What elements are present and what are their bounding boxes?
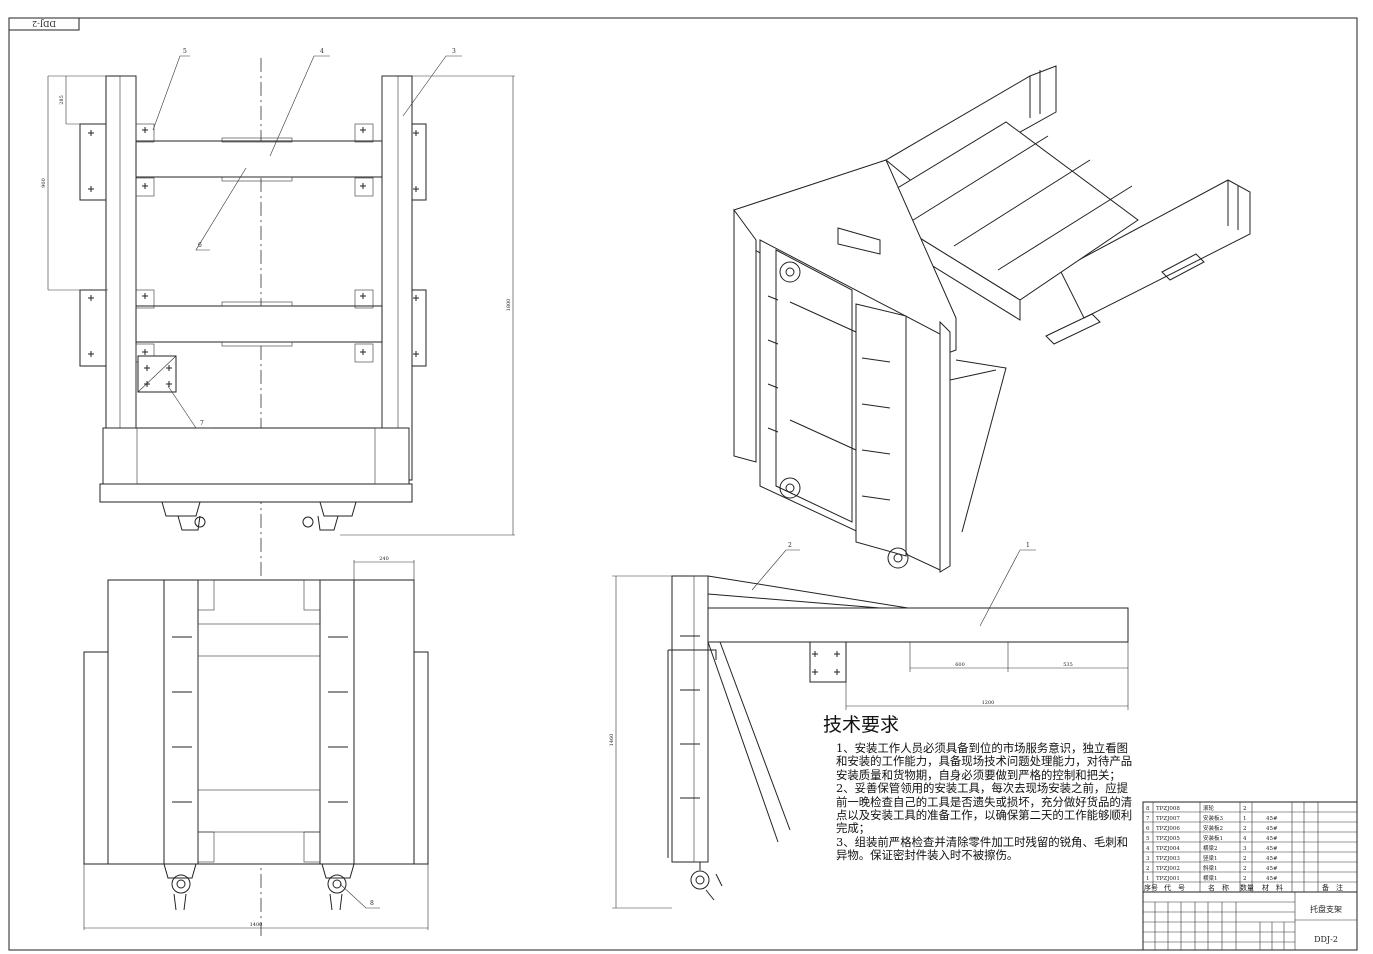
balloon-8: 8 — [370, 900, 374, 907]
bom-header-qty: 数量 — [1240, 883, 1254, 892]
bom-row-7-no: 7 — [1146, 816, 1150, 822]
dim-top-height-mid: 900 — [41, 178, 47, 188]
dim-side-len-b: 535 — [1063, 662, 1073, 668]
bom-row-8-no: 8 — [1146, 806, 1150, 812]
dim-bottom-width-total: 1400 — [250, 922, 263, 928]
dim-bottom-width-top: 240 — [379, 556, 389, 562]
bom-row-6-no: 6 — [1146, 826, 1150, 832]
bom-row-6-material: 45# — [1266, 826, 1278, 832]
bom-row-1-no: 1 — [1146, 876, 1150, 882]
bom-header-code: 代 号 — [1164, 883, 1185, 892]
bom-row-2-name: 斜梁1 — [1203, 864, 1218, 872]
bom-row-2-qty: 2 — [1243, 866, 1247, 872]
bom-row-5-material: 45# — [1266, 836, 1278, 842]
balloon-3: 3 — [452, 48, 456, 55]
bom-header-material: 材 料 — [1262, 883, 1283, 892]
top-view: 285 900 1800 5 4 3 6 7 — [41, 48, 515, 940]
tech-requirements-title: 技术要求 — [823, 714, 900, 736]
tech-requirement-item: 3、组装前严格检查并清除零件加工时残留的锐角、毛刺和异物。保证密封件装入时不被擦… — [836, 834, 1129, 863]
bom-row-7-material: 45# — [1266, 816, 1278, 822]
bom-row-4-qty: 3 — [1243, 846, 1247, 852]
bom-row-1-name: 横梁1 — [1203, 874, 1218, 882]
bom-row-3-code: TPZJ003 — [1156, 856, 1180, 862]
drawing-code-box: DDJ-2 — [8, 17, 80, 31]
bom-row-4-name: 横梁2 — [1203, 844, 1218, 852]
bom-row-3-no: 3 — [1146, 856, 1150, 862]
front-view: 240 1400 8 — [83, 556, 429, 930]
bom-row-7-name: 安装板3 — [1203, 814, 1224, 822]
bom-row-1-qty: 2 — [1243, 876, 1247, 882]
bom-row-5-qty: 4 — [1243, 836, 1247, 842]
bom-row-2-material: 45# — [1266, 866, 1278, 872]
bom-row-5-name: 安装板1 — [1203, 834, 1223, 842]
bom-row-3-name: 竖梁1 — [1203, 854, 1218, 862]
bom-row-7-qty: 1 — [1243, 816, 1247, 822]
bom-row-4-code: TPZJ004 — [1156, 846, 1180, 852]
bom-row-6-qty: 2 — [1243, 826, 1247, 832]
bom-header-no: 序号 — [1144, 883, 1158, 892]
drawing-border — [8, 17, 1358, 951]
title-block-drawing-code: DDJ-2 — [1314, 935, 1338, 944]
dim-top-height-small: 285 — [59, 95, 65, 105]
bom-row-4-material: 45# — [1266, 846, 1278, 852]
dim-side-len-total: 1200 — [982, 700, 995, 706]
tech-requirement-item: 2、妥善保管领用的安装工具，每次去现场安装之前，应提前一晚检查自己的工具是否遗失… — [836, 781, 1133, 836]
balloon-5: 5 — [183, 48, 187, 55]
bom-header-note: 备 注 — [1322, 883, 1343, 892]
balloon-2: 2 — [788, 542, 792, 549]
bom-row-7-code: TPZJ007 — [1156, 816, 1180, 822]
tech-requirement-item: 1、安装工作人员必须具备到位的市场服务意识，独立看图和安装的工作能力，具备现场技… — [836, 741, 1133, 782]
dim-side-height: 1460 — [609, 734, 615, 747]
isometric-view — [733, 65, 1251, 573]
bom-row-1-code: TPZJ001 — [1156, 876, 1180, 882]
title-block: 托盘支架 DDJ-2 — [1142, 891, 1358, 951]
tech-requirements-list: 1、安装工作人员必须具备到位的市场服务意识，独立看图和安装的工作能力，具备现场技… — [836, 741, 1134, 863]
bom-row-5-code: TPZJ005 — [1156, 836, 1180, 842]
dim-side-len-a: 600 — [955, 662, 965, 668]
bom-row-3-material: 45# — [1266, 856, 1278, 862]
bom-table: 8 TPZJ008 滚轮 2 7 TPZJ007 安装板3 1 45# 6 TP… — [1142, 801, 1358, 893]
bom-row-2-no: 2 — [1146, 866, 1150, 872]
drawing-code-box-text: DDJ-2 — [32, 19, 56, 28]
dim-top-height-total: 1800 — [506, 299, 512, 312]
bom-row-5-no: 5 — [1146, 836, 1150, 842]
bom-row-8-code: TPZJ008 — [1156, 806, 1180, 812]
balloon-4: 4 — [320, 48, 324, 55]
bom-row-8-name: 滚轮 — [1203, 804, 1215, 812]
bom-row-8-qty: 2 — [1243, 806, 1247, 812]
bom-row-2-code: TPZJ002 — [1156, 866, 1180, 872]
bom-row-6-name: 安装板2 — [1203, 824, 1223, 832]
bom-row-3-qty: 2 — [1243, 856, 1247, 862]
bom-row-6-code: TPZJ006 — [1156, 826, 1180, 832]
side-view: 1460 600 535 1200 1 2 — [609, 542, 1129, 909]
balloon-7: 7 — [200, 420, 204, 427]
bom-row-4-no: 4 — [1146, 846, 1150, 852]
balloon-6: 6 — [198, 242, 202, 249]
balloon-1: 1 — [1026, 542, 1030, 549]
bom-row-1-material: 45# — [1266, 876, 1278, 882]
bom-header-name: 名 称 — [1208, 883, 1229, 892]
title-block-drawing-name: 托盘支架 — [1310, 904, 1342, 914]
